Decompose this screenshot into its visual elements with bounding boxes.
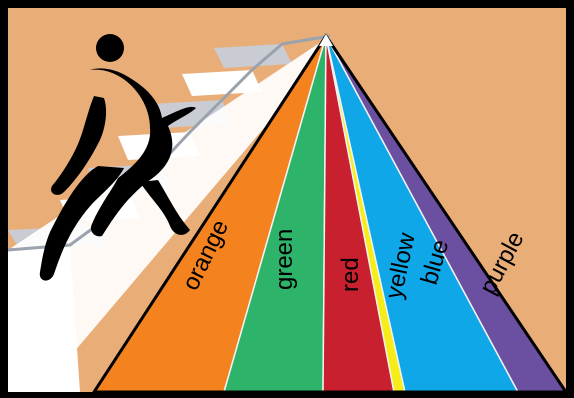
stair-step xyxy=(214,44,292,68)
band-label-green: green xyxy=(271,229,298,290)
figure-head xyxy=(96,34,124,62)
band-label-red: red xyxy=(337,257,364,292)
